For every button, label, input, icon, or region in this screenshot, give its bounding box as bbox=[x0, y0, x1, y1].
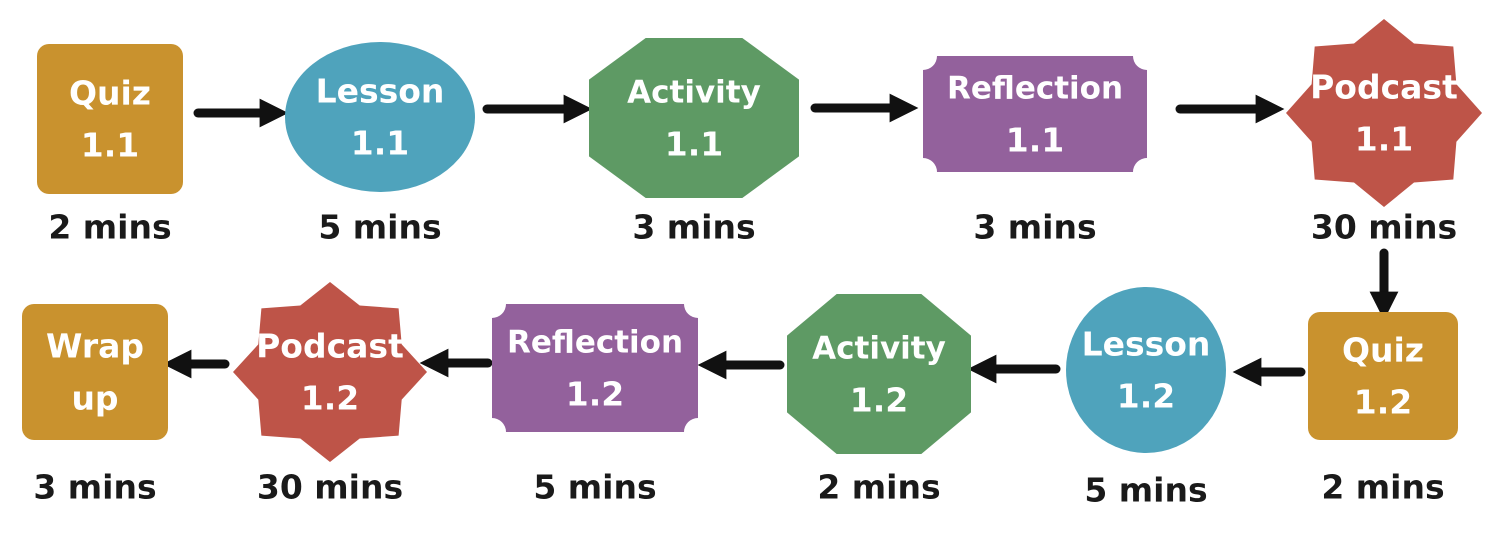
star8-shape bbox=[233, 282, 427, 462]
node-quiz-1-1: Quiz 1.1 2 mins bbox=[37, 44, 183, 247]
node-number: 1.1 bbox=[1006, 121, 1064, 160]
node-title: Lesson bbox=[316, 72, 445, 111]
node-title: Podcast bbox=[256, 327, 404, 366]
node-reflection-1-2: Reflection 1.2 5 mins bbox=[492, 304, 698, 507]
rounded-square-shape bbox=[22, 304, 168, 440]
node-lesson-1-1: Lesson 1.1 5 mins bbox=[285, 42, 475, 247]
node-title: Quiz bbox=[1342, 331, 1424, 370]
ellipse-shape bbox=[1066, 287, 1226, 453]
node-activity-1-1: Activity 1.1 3 mins bbox=[589, 38, 799, 247]
notched-rect-shape bbox=[923, 56, 1147, 172]
node-number: 1.1 bbox=[351, 124, 409, 163]
node-duration: 5 mins bbox=[318, 208, 441, 247]
node-number: up bbox=[71, 379, 118, 418]
node-quiz-1-2: Quiz 1.2 2 mins bbox=[1308, 312, 1458, 507]
node-title: Lesson bbox=[1082, 325, 1211, 364]
arrows-layer bbox=[162, 93, 1399, 387]
node-title: Reflection bbox=[947, 71, 1123, 107]
node-podcast-1-2: Podcast 1.2 30 mins bbox=[233, 282, 427, 507]
node-number: 1.1 bbox=[665, 125, 723, 164]
node-duration: 5 mins bbox=[533, 468, 656, 507]
node-duration: 3 mins bbox=[973, 208, 1096, 247]
node-duration: 30 mins bbox=[1311, 208, 1457, 247]
node-duration: 2 mins bbox=[1321, 468, 1444, 507]
node-number: 1.2 bbox=[1117, 377, 1175, 416]
node-duration: 5 mins bbox=[1084, 471, 1207, 510]
node-title: Activity bbox=[627, 75, 761, 111]
star8-shape bbox=[1286, 19, 1482, 207]
node-number: 1.1 bbox=[1355, 120, 1413, 159]
octagon-shape bbox=[787, 294, 971, 454]
node-reflection-1-1: Reflection 1.1 3 mins bbox=[923, 56, 1147, 247]
node-title: Wrap bbox=[46, 327, 144, 366]
node-podcast-1-1: Podcast 1.1 30 mins bbox=[1286, 19, 1482, 247]
node-duration: 2 mins bbox=[48, 208, 171, 247]
node-duration: 30 mins bbox=[257, 468, 403, 507]
node-lesson-1-2: Lesson 1.2 5 mins bbox=[1066, 287, 1226, 510]
node-wrap-up: Wrap up 3 mins bbox=[22, 304, 168, 507]
node-title: Podcast bbox=[1310, 68, 1458, 107]
rounded-square-shape bbox=[1308, 312, 1458, 440]
notched-rect-shape bbox=[492, 304, 698, 432]
node-number: 1.1 bbox=[81, 126, 139, 165]
node-number: 1.2 bbox=[1354, 383, 1412, 422]
node-activity-1-2: Activity 1.2 2 mins bbox=[787, 294, 971, 507]
rounded-square-shape bbox=[37, 44, 183, 194]
node-duration: 3 mins bbox=[33, 468, 156, 507]
octagon-shape bbox=[589, 38, 799, 198]
node-duration: 2 mins bbox=[817, 468, 940, 507]
node-number: 1.2 bbox=[850, 381, 908, 420]
ellipse-shape bbox=[285, 42, 475, 192]
node-title: Reflection bbox=[507, 325, 683, 361]
node-title: Quiz bbox=[69, 74, 151, 113]
node-duration: 3 mins bbox=[632, 208, 755, 247]
node-title: Activity bbox=[812, 331, 946, 367]
node-number: 1.2 bbox=[301, 379, 359, 418]
node-number: 1.2 bbox=[566, 375, 624, 414]
